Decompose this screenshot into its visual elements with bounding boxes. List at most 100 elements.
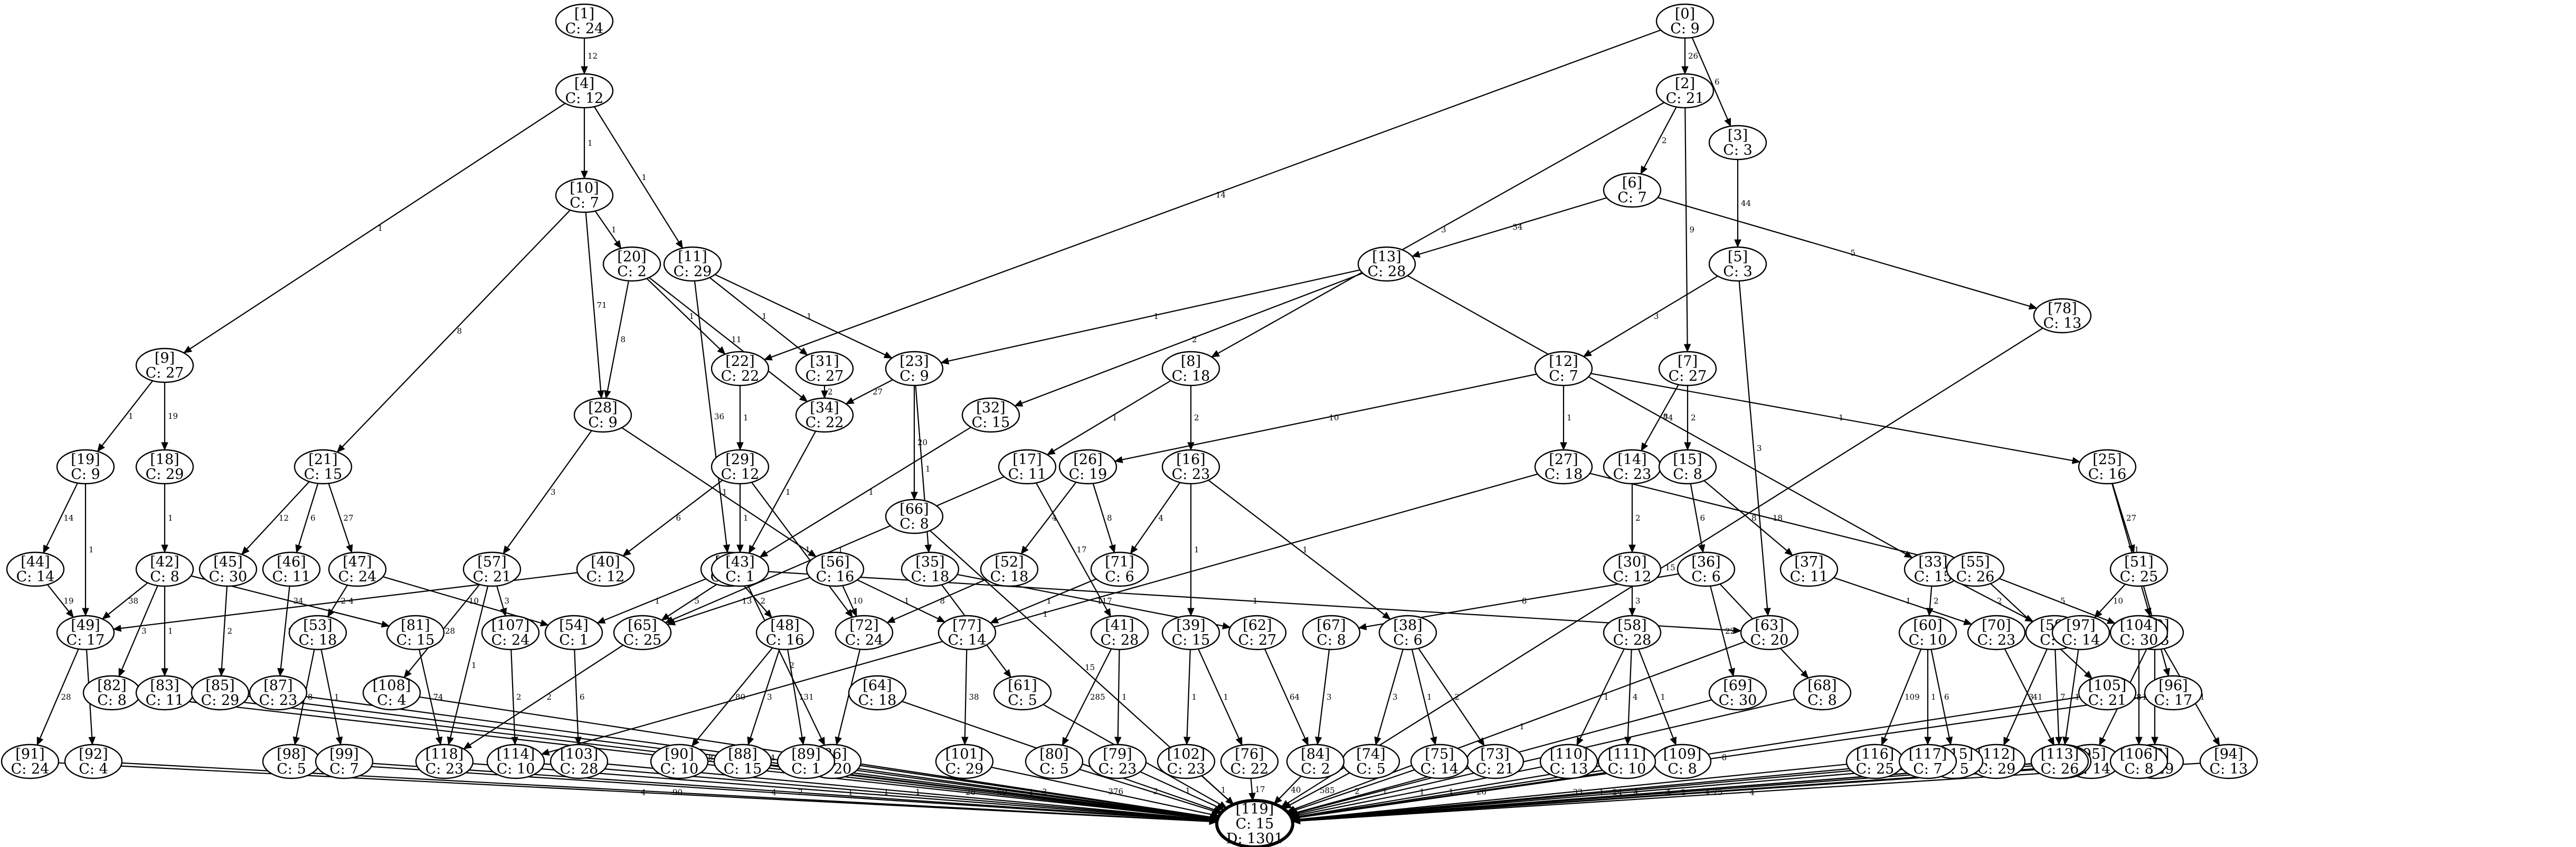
node-label: C: 10: [1909, 632, 1947, 648]
edge-label: 15: [1085, 663, 1095, 672]
node-label: C: 15: [304, 466, 343, 483]
node-label: C: 3: [1723, 142, 1753, 158]
edge-label: 3: [1635, 596, 1641, 606]
edge-14-30: 2: [1628, 484, 1641, 553]
edge-line: [450, 586, 489, 738]
node-ellipse: [1220, 744, 1279, 779]
arrowhead-icon: [736, 442, 744, 451]
arrowhead-icon: [1800, 670, 1809, 679]
edge-line: [1419, 197, 1607, 255]
edge-28-56: 1: [621, 427, 817, 557]
arrowhead-icon: [1724, 118, 1731, 127]
edge-label: 1: [168, 626, 173, 636]
edge-label: 585: [1320, 786, 1335, 795]
arrowhead-icon: [1698, 544, 1706, 553]
edge-line: [2065, 649, 2079, 738]
edge-label: 1: [1047, 596, 1052, 606]
edge-29-72: 1: [751, 482, 853, 618]
edge-line: [1627, 649, 1632, 738]
edge-label: 3: [1757, 444, 1762, 453]
edge-label: 4: [641, 788, 646, 797]
edge-label: 12: [588, 51, 598, 61]
arrowhead-icon: [764, 609, 772, 618]
edge-line: [696, 647, 773, 741]
edge-60-117: 1: [1924, 650, 1936, 746]
node-label: [71]: [1105, 554, 1134, 570]
graph-node-64: [64]C: 18: [848, 675, 907, 711]
node-ellipse: [1157, 744, 1216, 779]
node-label: C: 18: [1545, 466, 1583, 483]
edge-49-91: 28: [36, 648, 79, 746]
node-ellipse: [1215, 799, 1294, 847]
edge-line: [714, 274, 886, 356]
node-ellipse: [755, 615, 815, 651]
arrowhead-icon: [1641, 442, 1649, 451]
node-label: [19]: [71, 451, 100, 468]
edge-29-40: 6: [622, 479, 723, 557]
edge-2-6: 2: [1640, 106, 1677, 175]
node-label: C: 29: [146, 466, 184, 483]
graph-node-77: [77]C: 14: [937, 615, 997, 651]
edge-label: 8: [1522, 596, 1527, 606]
edge-label: 4: [1750, 787, 1755, 797]
edge-20-22: 1: [646, 278, 726, 355]
graph-node-49: [49]C: 17: [56, 615, 115, 651]
edge-label: 1: [743, 413, 749, 422]
arrowhead-icon: [1628, 544, 1636, 553]
edge-62-84: 64: [1264, 648, 1309, 746]
edge-20-28: 8: [604, 280, 629, 399]
edge-label: 90: [673, 788, 683, 797]
node-label: C: 22: [1230, 761, 1269, 777]
node-ellipse: [481, 615, 540, 651]
graph-node-118: [118]C: 23: [415, 744, 474, 779]
arrowhead-icon: [1628, 608, 1636, 617]
graph-node-98: [98]C: 5: [262, 744, 321, 779]
arrowhead-icon: [403, 669, 412, 679]
arrowhead-icon: [723, 544, 731, 553]
node-label: C: 6: [1691, 569, 1721, 585]
node-label: [106]: [2120, 746, 2158, 763]
edge-line: [1134, 482, 1181, 548]
edge-label: 36: [714, 412, 724, 421]
node-label: C: 15: [1172, 632, 1210, 648]
edge-line: [1377, 649, 1404, 738]
edge-line: [2006, 648, 2048, 739]
edge-label: 8: [708, 753, 714, 763]
edge-label: 1: [848, 787, 854, 797]
node-ellipse: [1708, 125, 1767, 161]
node-ellipse: [2078, 449, 2137, 485]
arrowhead-icon: [691, 738, 700, 747]
graph-node-45: [45]C: 30: [198, 551, 258, 587]
node-ellipse: [806, 551, 865, 587]
edge-48-90: 80: [691, 647, 773, 747]
arrowhead-icon: [808, 549, 817, 557]
edge-label: 1: [904, 596, 910, 606]
edge-line: [1833, 577, 1965, 623]
edge-label: 1: [1448, 787, 1454, 797]
edge-line: [1264, 648, 1306, 739]
node-label: [4]: [574, 76, 594, 92]
arrowhead-icon: [1382, 611, 1391, 620]
graph-node-105: [105]C: 21: [2078, 675, 2137, 711]
arrowhead-icon: [1683, 344, 1691, 353]
edge-label: 1: [1303, 545, 1308, 554]
node-label: [101]: [945, 746, 984, 763]
node-label: [92]: [79, 746, 108, 763]
graph-node-26: [26]C: 19: [1058, 449, 1117, 485]
edge-line: [1025, 482, 1077, 549]
edge-label: 285: [1090, 692, 1105, 702]
arrowhead-icon: [36, 737, 44, 746]
arrowhead-icon: [799, 394, 808, 402]
node-label: [70]: [1982, 617, 2011, 634]
node-label: [34]: [810, 400, 839, 416]
node-label: [63]: [1755, 617, 1784, 634]
edge-label: 8: [1751, 513, 1757, 523]
node-ellipse: [2051, 615, 2110, 651]
graph-node-73: [73]C: 21: [1465, 744, 1524, 779]
edge-56-77: 1: [857, 579, 946, 623]
edge-21-46: 6: [295, 483, 319, 553]
edge-line: [548, 473, 1538, 753]
arrowhead-icon: [845, 397, 855, 404]
arrowhead-icon: [1358, 623, 1367, 630]
